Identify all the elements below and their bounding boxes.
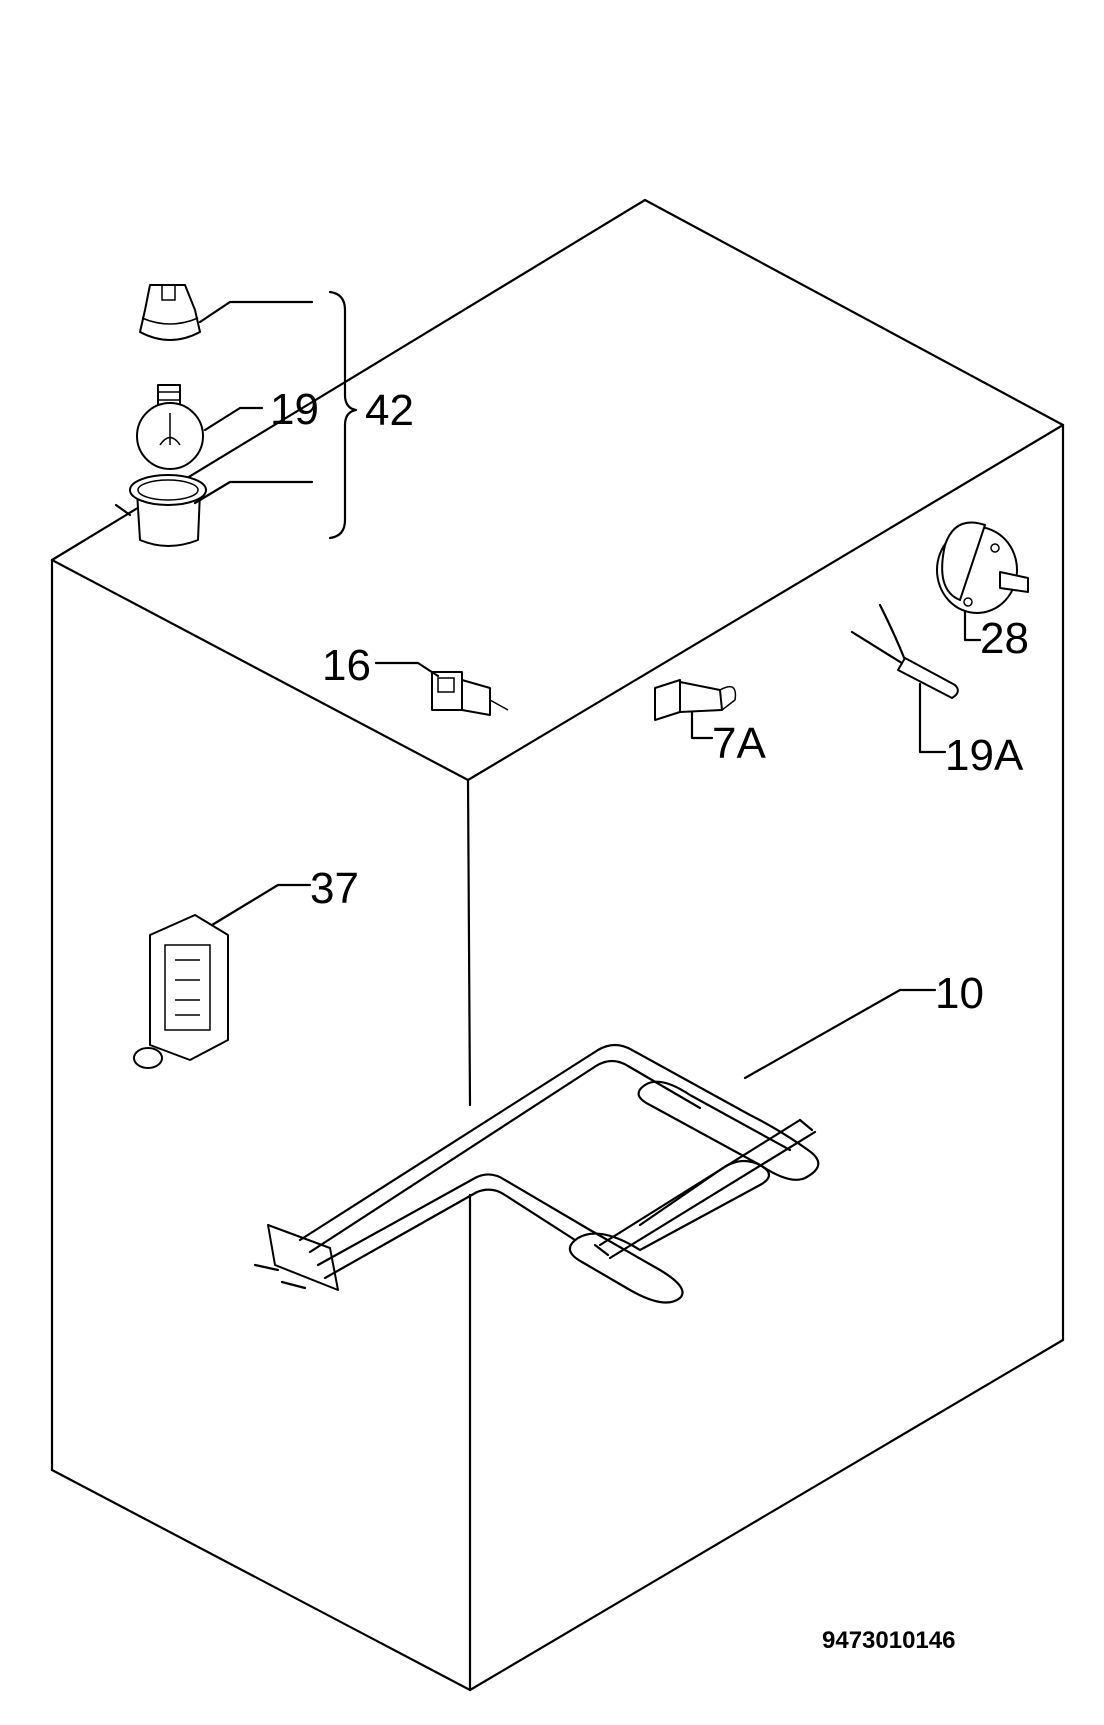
terminal-block-part [133,914,229,1069]
lamp-cover-part [129,474,207,547]
callout-thermostat: 28 [980,614,1029,663]
door-switch-leader [690,710,714,740]
callout-switch: 16 [322,641,371,690]
thermostat-part [936,521,1029,614]
callout-door-switch: 7A [712,719,766,768]
callout-heating-element: 10 [935,969,984,1018]
door-switch-part [654,679,737,721]
document-code: 9473010146 [822,1627,955,1654]
group-brace [328,290,358,540]
lamp-holder-part [139,284,201,341]
heating-element-part [253,1043,820,1304]
thermostat-leader [963,610,982,642]
callout-lamp-bulb: 19 [270,385,319,434]
lamp-bulb-part [136,384,204,470]
cabinet-outline [50,198,1065,1692]
callout-lamp-group: 42 [365,386,414,435]
lamp-group-leaders [114,300,314,517]
selector-switch-part [431,671,509,716]
callout-sensor: 19A [945,731,1024,780]
switch-leader [374,661,440,678]
temperature-sensor-part [850,603,959,699]
callout-terminal-block: 37 [310,864,359,913]
terminal-block-leader [210,883,312,927]
heating-element-leader [743,988,937,1080]
sensor-leader [918,682,947,754]
